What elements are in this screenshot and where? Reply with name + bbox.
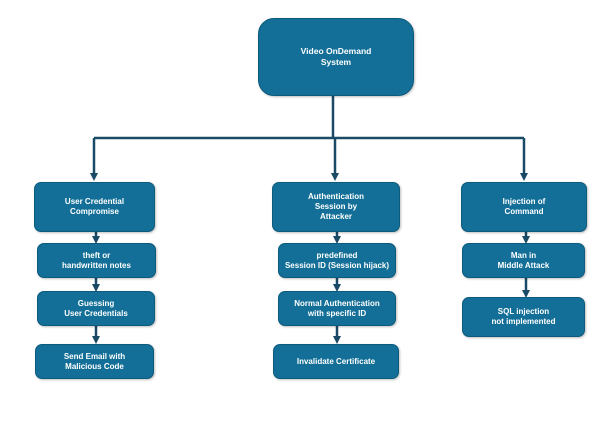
branch-3-header-line2: Command xyxy=(504,207,544,216)
branch-1-child-1-line2: handwritten notes xyxy=(62,260,131,270)
branch-2-header-line2: Session by xyxy=(314,202,358,211)
node-sql-injection-not-implemented: SQL injection not implemented xyxy=(462,297,585,337)
branch-2-child-2-line2: with specific ID xyxy=(307,308,367,318)
node-guessing-user-credentials: Guessing User Credentials xyxy=(37,291,155,326)
root-node: Video OnDemand System xyxy=(258,18,414,96)
branch-1-child-2-line2: User Credentials xyxy=(64,308,128,318)
node-invalidate-certificate: Invalidate Certificate xyxy=(273,344,399,379)
branch-3-child-1-line2: Middle Attack xyxy=(497,260,550,270)
branch-header-authentication-session-by-attacker: Authentication Session by Attacker xyxy=(272,182,400,232)
node-man-in-middle-attack: Man in Middle Attack xyxy=(462,243,585,278)
branch-2-header-line3: Attacker xyxy=(319,212,352,221)
root-node-label-line1: Video OnDemand xyxy=(300,46,372,56)
node-predefined-session-id: predefined Session ID (Session hijack) xyxy=(278,243,396,278)
node-send-email-with-malicious-code: Send Email with Malicious Code xyxy=(35,344,154,379)
branch-1-header-line1: User Credential xyxy=(64,197,125,206)
branch-header-user-credential-compromise: User Credential Compromise xyxy=(34,182,155,232)
node-normal-authentication-with-specific-id: Normal Authentication with specific ID xyxy=(278,291,396,326)
branch-1-child-3-line1: Send Email with xyxy=(63,351,126,361)
branch-3-child-2-line1: SQL injection xyxy=(497,307,550,316)
branch-1-child-3-line2: Malicious Code xyxy=(65,361,124,371)
branch-1-child-2-line1: Guessing xyxy=(77,298,115,308)
branch-3-header-line1: Injection of xyxy=(502,197,546,206)
branch-2-child-1-line1: predefined xyxy=(316,250,358,260)
branch-3-child-1-line1: Man in xyxy=(510,250,537,260)
branch-2-child-1-line2: Session ID (Session hijack) xyxy=(284,260,390,270)
branch-1-child-1-line1: theft or xyxy=(82,250,111,260)
node-theft-or-handwritten-notes: theft or handwritten notes xyxy=(37,243,156,278)
root-node-label-line2: System xyxy=(320,57,352,67)
branch-3-child-2-line2: not implemented xyxy=(491,317,556,326)
branch-2-child-2-line1: Normal Authentication xyxy=(294,298,380,308)
branch-2-child-3-line1: Invalidate Certificate xyxy=(296,356,376,366)
branch-header-injection-of-command: Injection of Command xyxy=(461,182,587,232)
branch-1-header-line2: Compromise xyxy=(70,207,119,216)
branch-2-header-line1: Authentication xyxy=(308,192,364,201)
